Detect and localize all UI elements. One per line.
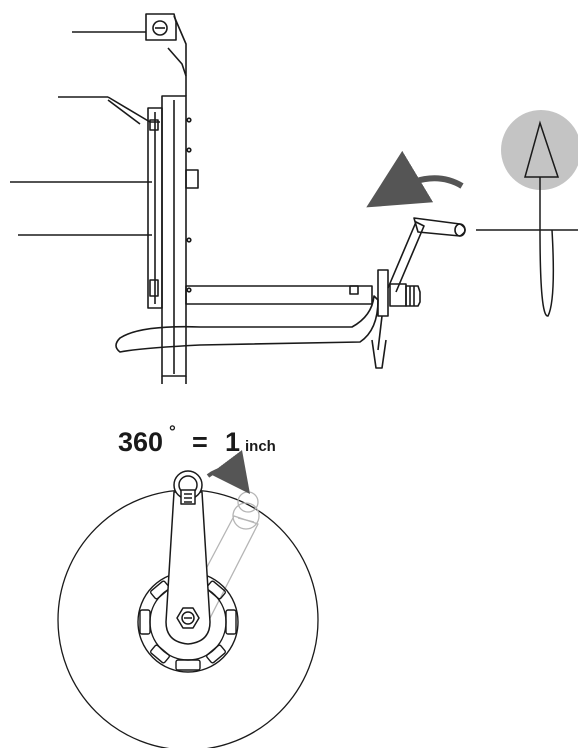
caption-value: 1 [225, 427, 240, 457]
crank-disc-view [57, 470, 319, 748]
upright-column [147, 95, 199, 384]
stand-side-view [10, 13, 466, 384]
base-bar [185, 285, 373, 305]
base-leg [115, 295, 379, 353]
horizontal-tubes [10, 181, 152, 236]
top-clamp [72, 13, 187, 96]
caption-angle: 360 [118, 427, 163, 457]
crank-arm [165, 470, 211, 645]
caption-unit: inch [245, 438, 276, 455]
caption-equals: = [192, 427, 208, 457]
caption-degree: ° [169, 422, 176, 441]
rotation-axis-icon [476, 110, 578, 317]
rotation-arrow-bottom [206, 449, 251, 494]
rotation-arrow-top [366, 150, 464, 208]
crank-assembly [371, 217, 466, 369]
upper-arm [58, 96, 160, 125]
measurement-caption: 360 ° = 1 inch [118, 422, 276, 457]
